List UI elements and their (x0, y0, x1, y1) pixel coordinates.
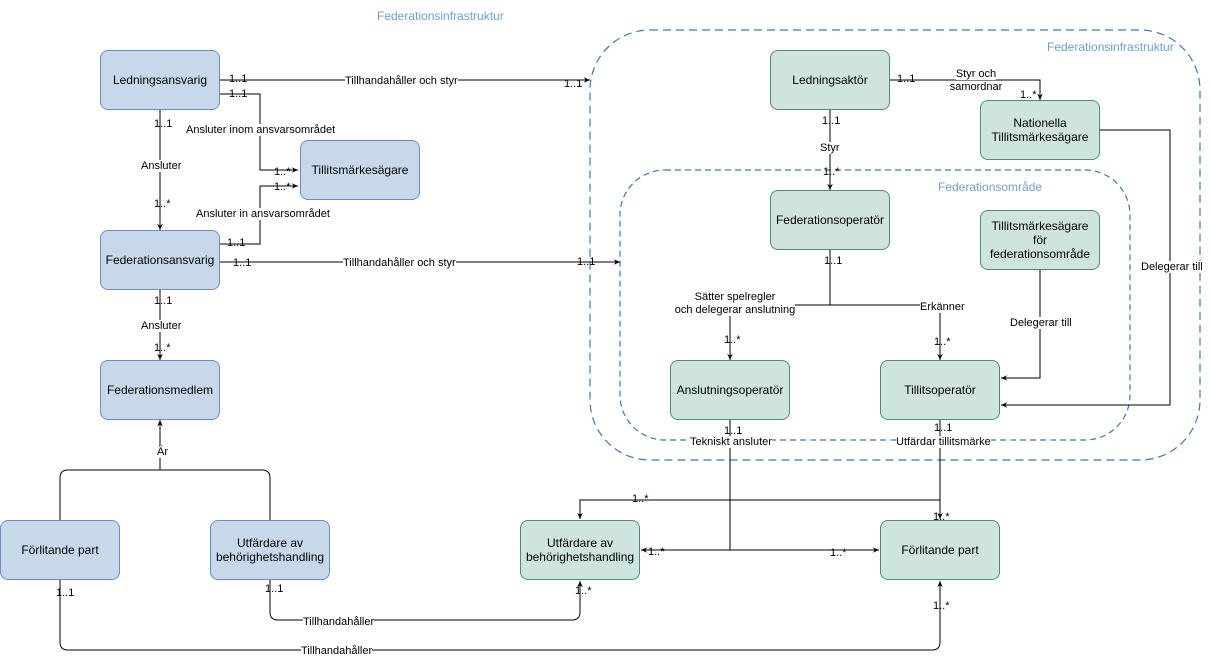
node-federationsansvarig[interactable]: Federationsansvarig (100, 230, 220, 290)
mult-fpr-left: 1..* (830, 547, 847, 559)
mult-fa-1: 1..1 (227, 237, 246, 249)
edge-ul-ur (269, 580, 583, 621)
node-federationsoperator[interactable]: Federationsoperatör (770, 190, 890, 250)
label-styr: Styr (820, 142, 840, 154)
outer-title: Federationsinfrastruktur (377, 9, 504, 23)
label-erkanner: Erkänner (920, 301, 965, 313)
node-anslutningsoperator[interactable]: Anslutningsoperatör (670, 360, 790, 420)
mult-fo-top: 1..* (823, 166, 840, 178)
label-samordnar: samordnar (949, 81, 1003, 93)
label-styr-och: Styr och (955, 68, 997, 80)
mult-ur-bot: 1..* (575, 585, 592, 597)
mult-lakt: 1..1 (897, 73, 916, 85)
mult-la-2: 1..1 (229, 88, 248, 100)
mult-tms-2: 1..* (274, 181, 291, 193)
node-forlitande-part-left[interactable]: Förlitande part (0, 520, 120, 580)
mult-lakt-bot: 1..1 (822, 115, 841, 127)
edge-fpl-fm (59, 420, 163, 520)
mult-ul-bot: 1..1 (265, 583, 284, 595)
mult-area-in: 1..1 (577, 256, 596, 268)
mult-fpr-top: 1..* (933, 511, 950, 523)
mult-cross-1: 1..* (632, 493, 649, 505)
mult-fo-bot: 1..1 (824, 255, 843, 267)
mult-fa-2: 1..1 (233, 257, 252, 269)
node-forlitande-part-right[interactable]: Förlitande part (880, 520, 1000, 580)
label-tillhandahaller-och-styr-2: Tillhandahåller och styr (343, 257, 456, 269)
mult-ur-right: 1..* (648, 546, 665, 558)
node-federationsmedlem[interactable]: Federationsmedlem (100, 360, 220, 420)
edge-to-ur (577, 420, 941, 519)
node-utfardare-right[interactable]: Utfärdare av behörighetshandling (520, 520, 640, 580)
edge-tmo-to (1001, 270, 1041, 381)
label-tillhandahaller-1: Tillhandahåller (303, 616, 375, 628)
mult-ao-top: 1..* (724, 334, 741, 346)
mult-fpl-bot: 1..1 (56, 587, 75, 599)
mult-fa-top: 1..* (154, 198, 171, 210)
node-ledningsansvarig[interactable]: Ledningsansvarig (100, 50, 220, 110)
node-tillitsoperator[interactable]: Tillitsoperatör (880, 360, 1000, 420)
edge-fpl-fpr (59, 580, 943, 651)
node-nationella[interactable]: Nationella Tillitsmärkesägare (980, 100, 1100, 160)
mult-ao-bot: 1..1 (724, 425, 743, 437)
mult-to-bot: 1..1 (934, 422, 953, 434)
mult-fa-bot: 1..1 (154, 295, 173, 307)
label-satter-spelregler: Sätter spelregler (694, 291, 776, 303)
node-utfardare-left[interactable]: Utfärdare av behörighetshandling (210, 520, 330, 580)
node-tillitsmarkesagare[interactable]: Tillitsmärkesägare (300, 140, 420, 200)
area-group-boundary (619, 169, 1131, 441)
label-ar: Är (157, 446, 168, 458)
mult-fm-top: 1..* (154, 342, 171, 354)
edge-fo-to (830, 304, 943, 360)
mult-la-3: 1..1 (154, 118, 173, 130)
mult-tms-1: 1..* (274, 166, 291, 178)
mult-la-1: 1..1 (229, 73, 248, 85)
mult-infra-in: 1..1 (564, 78, 583, 90)
mult-nat: 1..* (1020, 89, 1037, 101)
label-delegerar-till-2: Delegerar till (1141, 261, 1203, 273)
area-group-title: Federationsområde (938, 180, 1043, 194)
node-tillitsmarkesagare-omrade[interactable]: Tillitsmärkesägare för federationsområde (980, 210, 1100, 270)
label-ansluter-1: Ansluter (141, 160, 182, 172)
mult-fpr-bot: 1..* (933, 600, 950, 612)
label-delegerar-till-1: Delegerar till (1010, 317, 1072, 329)
node-ledningsaktor[interactable]: Ledningsaktör (770, 50, 890, 110)
edge-ul-fm (160, 469, 271, 520)
label-tillhandahaller-2: Tillhandahåller (301, 645, 373, 657)
label-utfardar-tillitsmarke: Utfärdar tillitsmärke (896, 436, 991, 448)
infra-group-title: Federationsinfrastruktur (1047, 40, 1174, 54)
mult-to-top: 1..* (934, 336, 951, 348)
label-tillhandahaller-och-styr-1: Tillhandahåller och styr (345, 75, 458, 87)
label-ansluter-in: Ansluter in ansvarsområdet (196, 208, 330, 220)
label-och-delegerar: och delegerar anslutning (674, 304, 796, 316)
label-ansluter-2: Ansluter (141, 320, 182, 332)
edge-lakt-nat (890, 79, 1043, 100)
label-ansluter-inom: Ansluter inom ansvarsområdet (186, 124, 336, 136)
label-tekniskt-ansluter: Tekniskt ansluter (690, 436, 772, 448)
